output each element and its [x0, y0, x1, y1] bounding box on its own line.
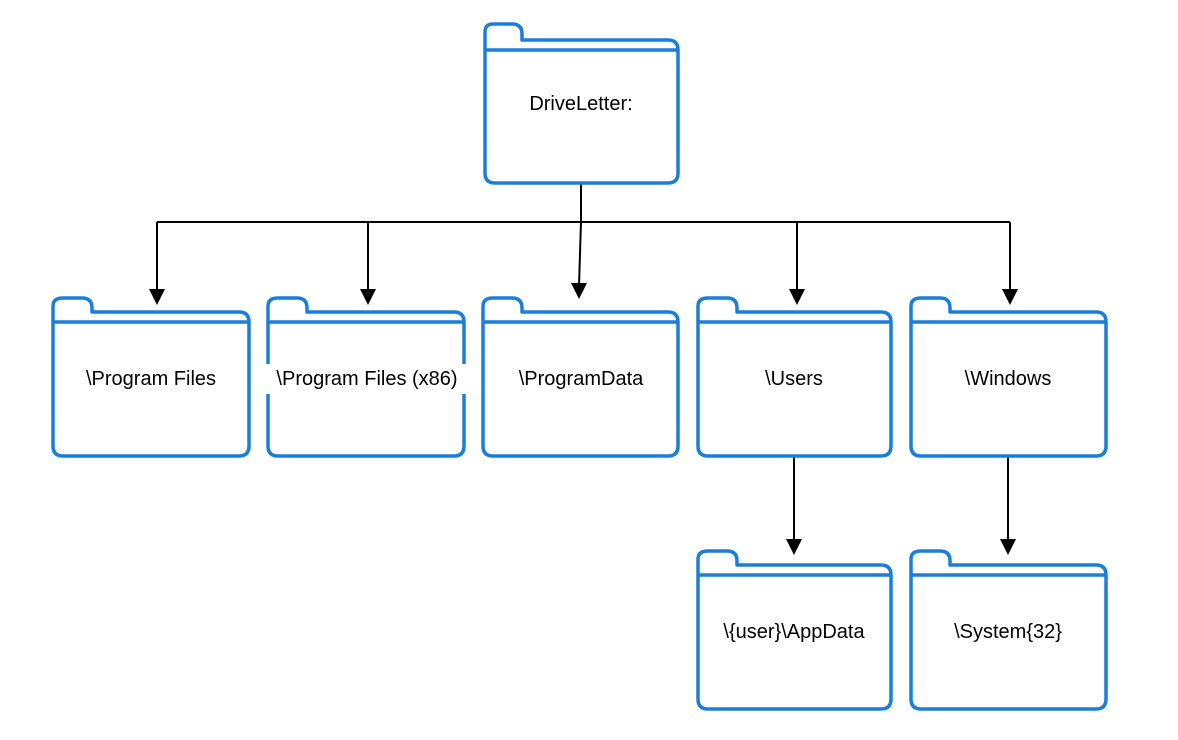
connector-to-programdata [578, 221, 582, 287]
arrowhead-system32 [1000, 539, 1016, 555]
folder-label-program-files: \Program Files [86, 368, 216, 390]
connectors [149, 184, 1018, 555]
folder-icon [483, 22, 680, 185]
folder-icon [696, 296, 893, 458]
folder-program-files-x86[interactable]: \Program Files (x86) [262, 296, 474, 458]
label-background [262, 364, 474, 394]
folder-icon [909, 296, 1108, 458]
folder-label-programdata: \ProgramData [519, 368, 644, 390]
folder-icon [51, 296, 251, 458]
arrowhead-program-files [149, 289, 165, 305]
folder-system32[interactable]: \System{32} [909, 549, 1108, 711]
folder-label-system32: \System{32} [954, 621, 1062, 643]
arrowhead-programdata [571, 283, 587, 299]
folder-label-windows: \Windows [965, 368, 1052, 390]
arrowhead-windows [1002, 289, 1018, 305]
folder-label-users: \Users [765, 368, 823, 390]
folder-label-root: DriveLetter: [529, 93, 632, 115]
folder-windows[interactable]: \Windows [909, 296, 1108, 458]
arrowhead-users [789, 289, 805, 305]
folder-program-files[interactable]: \Program Files [51, 296, 251, 458]
arrowhead-appdata [786, 539, 802, 555]
folder-icon [481, 296, 680, 458]
arrowhead-program-files-x86 [360, 289, 376, 305]
folder-appdata[interactable]: \{user}\AppData [696, 549, 893, 711]
folder-icon [696, 549, 893, 711]
folder-root[interactable]: DriveLetter: [483, 22, 680, 185]
folder-label-program-files-x86: \Program Files (x86) [276, 368, 457, 390]
folder-users[interactable]: \Users [696, 296, 893, 458]
folder-programdata[interactable]: \ProgramData [481, 296, 680, 458]
folder-label-appdata: \{user}\AppData [723, 621, 865, 643]
folder-icon [909, 549, 1108, 711]
